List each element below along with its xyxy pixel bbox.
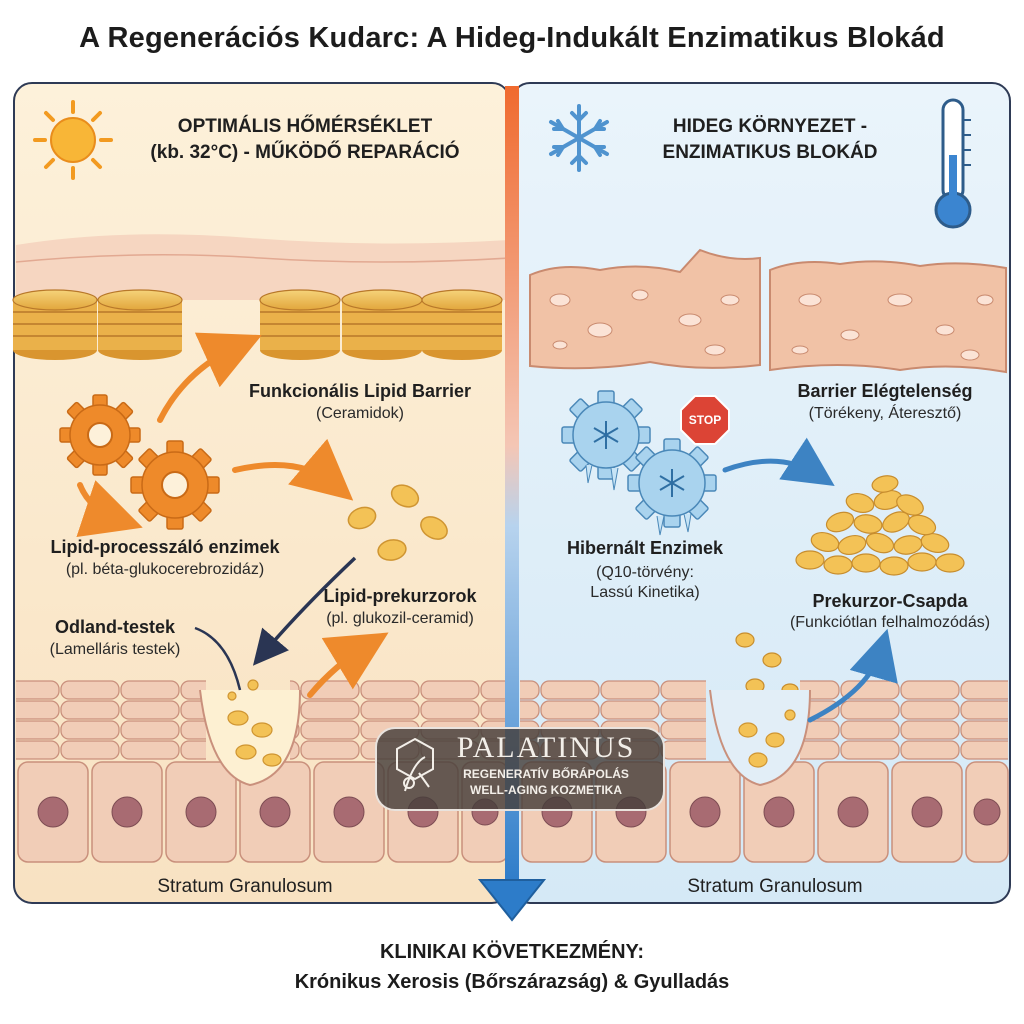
stratum-left: Stratum Granulosum (157, 876, 333, 897)
precursor-trap-label: Prekurzor-Csapda (812, 591, 968, 611)
precursors-label: Lipid-prekurzorok (323, 586, 477, 606)
warm-flow-arrows (76, 332, 389, 698)
stratum-right: Stratum Granulosum (687, 876, 863, 897)
diagram-title: A Regenerációs Kudarc: A Hideg-Indukált … (79, 22, 945, 54)
lipid-stack-5 (421, 289, 503, 360)
barrier-sub: (Ceramidok) (315, 405, 404, 422)
hibernated-enzymes-label: Hibernált Enzimek (566, 538, 724, 558)
right-panel-heading: HIDEG KÖRNYEZET - ENZIMATIKUS BLOKÁD (662, 116, 878, 163)
dark-flow-arrow (252, 556, 357, 666)
palatinus-logo (375, 727, 665, 811)
lipid-stack-2 (97, 289, 183, 360)
stop-sign-icon: STOP (680, 395, 730, 445)
lipid-stack-3 (259, 289, 341, 360)
logo-line-1: REGENERATÍV BŐRÁPOLÁS (463, 767, 629, 781)
precursor-pile (795, 475, 965, 576)
precursor-trap-sub: (Funkciótlan felhalmozódás) (789, 614, 991, 631)
precursors-sub: (pl. glukozil-ceramid) (326, 610, 474, 627)
thermometer-icon (934, 98, 972, 229)
odland-label: Odland-testek (54, 617, 176, 637)
divider-arrowhead (477, 879, 547, 922)
left-upper-skin-band (16, 234, 510, 300)
odland-pointer (194, 626, 242, 691)
left-cell-layer (16, 679, 509, 863)
clinical-consequence: KLINIKAI KÖVETKEZMÉNY: Krónikus Xerosis … (0, 937, 1024, 997)
clinical-detail: Krónikus Xerosis (Bőrszárazság) & Gyulla… (294, 971, 730, 993)
barrier-label: Funkcionális Lipid Barrier (248, 381, 472, 401)
enzymes-sub: (pl. béta-glukocerebrozidáz) (65, 561, 265, 578)
logo-line-2: WELL-AGING KOZMETIKA (470, 783, 622, 797)
odland-sub: (Lamelláris testek) (49, 641, 181, 658)
broken-barrier (529, 248, 1007, 374)
barrier-failure-sub: (Törékeny, Áteresztő) (808, 405, 962, 422)
lipid-precursors (347, 484, 448, 561)
lipid-stack-1 (12, 289, 98, 360)
clinical-heading: KLINIKAI KÖVETKEZMÉNY: (379, 941, 645, 963)
lipid-stack-4 (341, 289, 423, 360)
svg-text:STOP: STOP (689, 413, 721, 427)
barrier-failure-label: Barrier Elégtelenség (797, 381, 973, 401)
logo-emblem-icon (396, 737, 434, 792)
snowflake-icon (549, 104, 609, 172)
logo-name: PALATINUS (456, 731, 636, 764)
frozen-gear-icon (627, 438, 717, 536)
right-cell-layer (520, 680, 1009, 863)
enzymes-label: Lipid-processzáló enzimek (50, 537, 280, 557)
frozen-gear-icon (561, 390, 651, 491)
gear-icon (130, 440, 220, 530)
hibernated-enzymes-sub: (Q10-törvény: Lassú Kinetika) (590, 564, 700, 601)
cold-flow-arrows (722, 437, 898, 723)
left-panel-heading: OPTIMÁLIS HŐMÉRSÉKLET (kb. 32°C) - MŰKÖD… (150, 116, 460, 163)
gear-icon (59, 394, 141, 476)
sun-icon (33, 100, 113, 180)
temperature-divider (505, 86, 519, 886)
